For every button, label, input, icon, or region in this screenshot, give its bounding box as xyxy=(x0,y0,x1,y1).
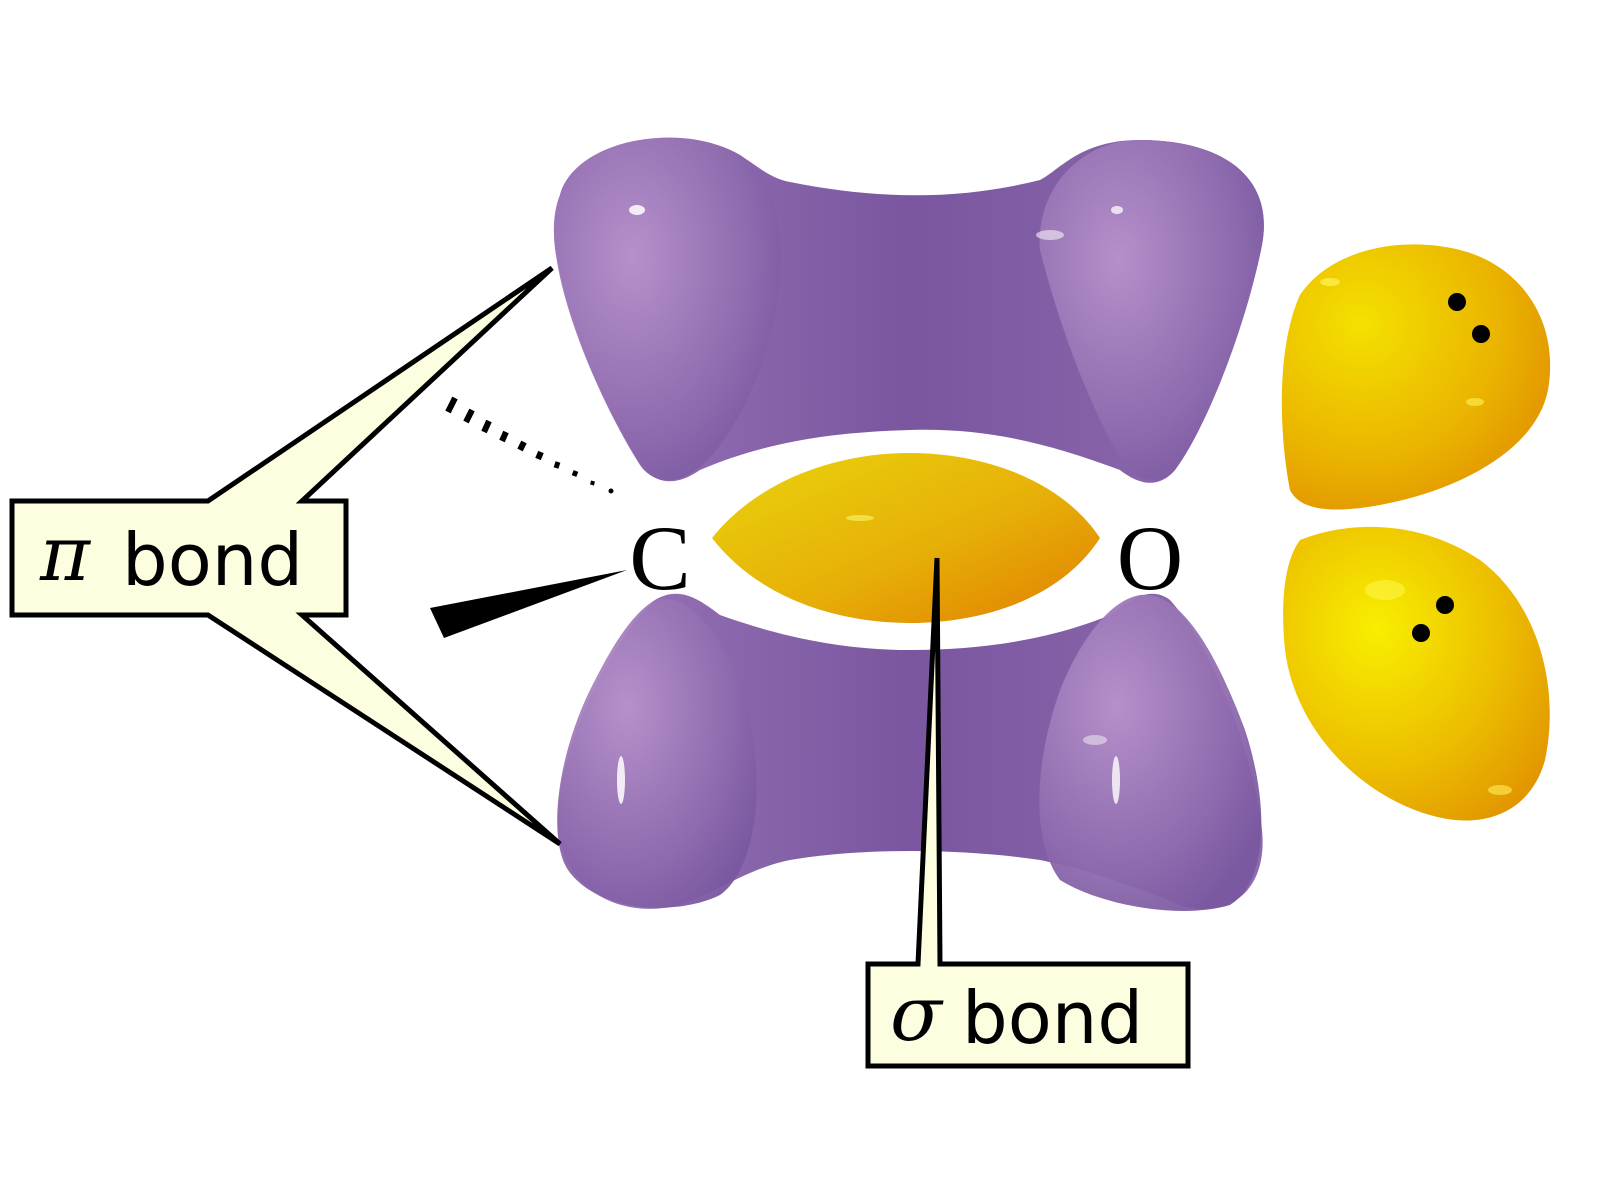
atom-label-oxygen: O xyxy=(1117,507,1183,609)
svg-text:σ: σ xyxy=(890,969,944,1058)
lone-pair-electron xyxy=(1472,325,1490,343)
lone-pair-orbital-upper xyxy=(1281,244,1551,510)
svg-text:π: π xyxy=(39,509,92,598)
pi-orbital-lower-lobe xyxy=(557,593,1263,911)
sigma-bond-callout: σ bond xyxy=(865,557,1191,1069)
lone-pair-electron xyxy=(1412,624,1430,642)
atom-label-carbon: C xyxy=(629,507,690,609)
lone-pair-electron xyxy=(1436,596,1454,614)
lone-pair-orbital-lower xyxy=(1283,526,1550,821)
pi-bond-label: bond xyxy=(122,518,303,602)
sigma-symbol: σ xyxy=(890,969,944,1058)
solid-wedge-bond-icon xyxy=(430,570,627,638)
hashed-wedge-bond-icon xyxy=(445,396,614,494)
sigma-orbital xyxy=(712,453,1100,623)
pi-symbol: π xyxy=(39,509,92,598)
pi-bond-callout: π bond xyxy=(9,265,562,847)
lone-pair-electron xyxy=(1448,293,1466,311)
sigma-bond-label: bond xyxy=(962,976,1143,1060)
pi-orbital-upper-lobe xyxy=(553,137,1264,483)
